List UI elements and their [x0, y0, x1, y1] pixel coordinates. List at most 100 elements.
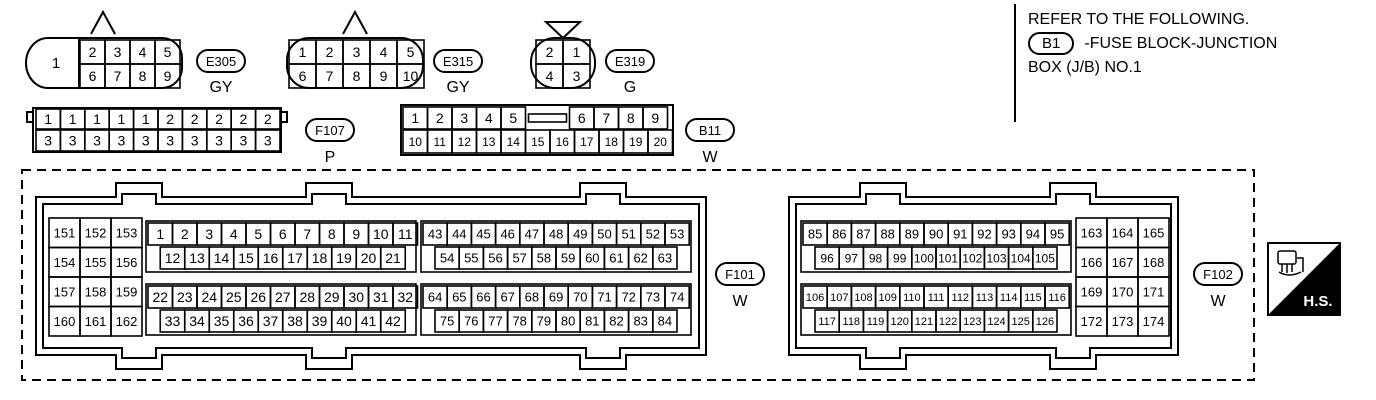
f107-pin-3: 3: [191, 133, 199, 149]
f107-pin-1: 1: [118, 111, 126, 127]
f102-pin-167: 167: [1112, 255, 1134, 270]
f101-pin-37: 37: [263, 313, 279, 329]
e315-pin-8: 8: [353, 68, 361, 84]
b11-color: W: [702, 149, 718, 166]
f102-pin-103: 103: [986, 251, 1006, 265]
f107-pin-2: 2: [166, 111, 174, 127]
f101-pin-4: 4: [230, 226, 238, 242]
pin-cell: [651, 309, 678, 333]
f101-pin-64: 64: [428, 290, 442, 305]
f107-pin-3: 3: [240, 133, 248, 149]
pin-cell: [110, 305, 143, 337]
pin-cell: [664, 222, 691, 246]
f101-pin-68: 68: [525, 290, 539, 305]
f101-pin-22: 22: [152, 289, 168, 305]
pin-block-frame: [145, 283, 417, 336]
f101-pin-12: 12: [165, 250, 181, 266]
f101-pin-53: 53: [670, 227, 684, 242]
f101-pin-69: 69: [549, 290, 563, 305]
f101-pin-63: 63: [658, 251, 672, 266]
f101-pin-62: 62: [633, 251, 647, 266]
b11-pin-7: 7: [602, 110, 610, 126]
f101-pin-160: 160: [54, 314, 76, 329]
f102-pin-108: 108: [854, 292, 872, 304]
f101-pin-55: 55: [464, 251, 478, 266]
b11-pin-8: 8: [627, 110, 635, 126]
pin-cell: [1044, 285, 1071, 309]
f107-pin-2: 2: [215, 111, 223, 127]
f102-pin-107: 107: [830, 292, 848, 304]
reference-line-1: REFER TO THE FOLLOWING.: [1028, 11, 1250, 28]
pin-cell: [1044, 222, 1071, 246]
f107-pin-3: 3: [142, 133, 150, 149]
f102-pin-168: 168: [1143, 255, 1165, 270]
e315-pin-5: 5: [407, 44, 415, 60]
f101-pin-35: 35: [214, 313, 230, 329]
f107-pin-3: 3: [93, 133, 101, 149]
hs-label: H.S.: [1303, 293, 1332, 310]
pin-cell: [392, 285, 419, 309]
e319-pin-4: 4: [546, 68, 554, 84]
f101-pin-151: 151: [54, 225, 76, 240]
b11-pin-3: 3: [460, 110, 468, 126]
f102-pin-91: 91: [953, 227, 967, 242]
f101-pin-36: 36: [238, 313, 254, 329]
e315-pin-1: 1: [299, 44, 307, 60]
e305-pin-4: 4: [139, 44, 147, 60]
pin-block-frame: [420, 283, 692, 336]
pin-block-frame: [145, 220, 417, 273]
f101-pin-29: 29: [324, 289, 340, 305]
f101-pin-59: 59: [561, 251, 575, 266]
f101-pin-70: 70: [573, 290, 587, 305]
f102-pin-115: 115: [1024, 292, 1042, 304]
f101-pin-61: 61: [609, 251, 623, 266]
f101-pin-13: 13: [189, 250, 205, 266]
b11-pin-6: 6: [578, 110, 586, 126]
f101-pin-27: 27: [275, 289, 291, 305]
e319-pin-3: 3: [573, 68, 581, 84]
f101-pin-71: 71: [597, 290, 611, 305]
svg-text:E315: E315: [443, 54, 473, 69]
f102-pin-174: 174: [1143, 314, 1165, 329]
f101-pin-65: 65: [452, 290, 466, 305]
f102-pin-96: 96: [820, 251, 834, 265]
f101-pin-57: 57: [512, 251, 526, 266]
f102-pin-119: 119: [867, 316, 885, 328]
b11-pin-13: 13: [482, 135, 496, 149]
b11-pin-9: 9: [651, 110, 659, 126]
b11-pin-10: 10: [409, 135, 423, 149]
f101-pin-39: 39: [312, 313, 328, 329]
f107-pin-3: 3: [118, 133, 126, 149]
f107-pin-1: 1: [69, 111, 77, 127]
f101-pin-155: 155: [85, 255, 107, 270]
pin-cell: [651, 246, 678, 270]
e319-color: G: [624, 79, 636, 96]
f107-pin-3: 3: [44, 133, 52, 149]
f101-pin-17: 17: [287, 250, 303, 266]
e315-pin-4: 4: [380, 44, 388, 60]
f102-pin-110: 110: [903, 292, 921, 304]
svg-text:E305: E305: [206, 54, 236, 69]
f102-pin-165: 165: [1143, 225, 1165, 240]
f102-pin-89: 89: [905, 227, 919, 242]
f107-pin-1: 1: [142, 111, 150, 127]
pin-cell: [396, 63, 425, 89]
svg-text:B11: B11: [699, 123, 721, 138]
f102-pin-93: 93: [1001, 227, 1015, 242]
f102-pin-88: 88: [880, 227, 894, 242]
f101-pin-66: 66: [476, 290, 490, 305]
b11-pin-14: 14: [507, 135, 521, 149]
f101-pin-42: 42: [385, 313, 401, 329]
connector-hand-icon: [1277, 250, 1304, 276]
b11-pin-1: 1: [411, 110, 419, 126]
key-slot: [527, 113, 568, 123]
f101-pin-15: 15: [238, 250, 254, 266]
f102-pin-95: 95: [1050, 227, 1064, 242]
f101-pin-26: 26: [250, 289, 266, 305]
f107-id-badge: F107: [305, 118, 355, 142]
f102-pin-92: 92: [977, 227, 991, 242]
f101-pin-50: 50: [597, 227, 611, 242]
f102-color: W: [1210, 293, 1226, 310]
